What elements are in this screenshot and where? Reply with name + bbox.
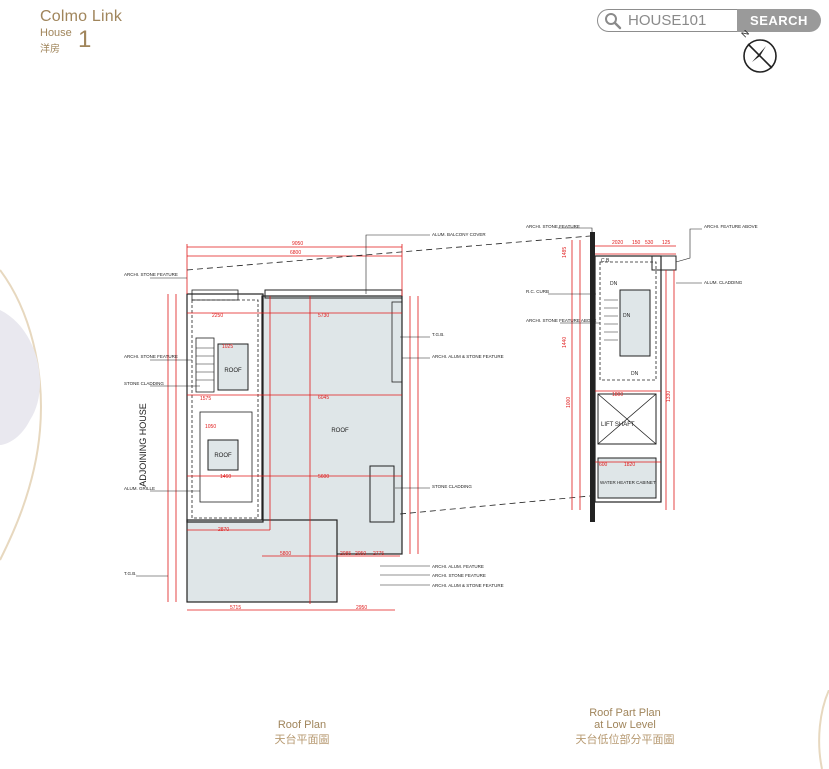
part-annotation-left-2: R.C. CURB <box>526 289 549 294</box>
part-dim-2: 150 <box>632 240 641 246</box>
dim-2: 6800 <box>290 250 301 256</box>
dim-5: 5600 <box>318 474 329 480</box>
annotation-left-5: T.G.B. <box>124 571 137 576</box>
part-dim-7: 600 <box>599 462 608 468</box>
annotation-left-4: ALUM. GRILLE <box>124 486 155 491</box>
dim-4: 6045 <box>318 395 329 401</box>
search-icon <box>605 13 622 30</box>
search-bar: HOUSE101 SEARCH <box>597 9 821 32</box>
decorative-brushstroke <box>0 269 42 561</box>
roof-plan-caption-zh: 天台平面圖 <box>274 734 330 746</box>
decorative-brushstroke-right <box>818 690 829 769</box>
part-dim-5: 1800 <box>612 392 623 398</box>
dim-7: 2050 <box>355 551 366 557</box>
dim-17: 2775 <box>373 551 384 557</box>
dn-label-3: DN <box>631 371 639 377</box>
dn-label-2: DN <box>623 313 631 319</box>
dim-11: 2870 <box>218 527 229 533</box>
annotation-right-7: ARCHI. ALUM & STONE FEATURE <box>432 583 504 588</box>
roof-plan-caption-en: Roof Plan <box>277 719 327 731</box>
part-dim-8: 1485 <box>562 247 568 258</box>
roof-part-plan-caption-line1: Roof Part Plan <box>589 707 661 719</box>
house-number: 1 <box>78 26 92 53</box>
roof-part-plan: LIFT SHAFT WATER HEATER CABINET DN DN DN… <box>526 224 758 522</box>
dim-16: 2085 <box>340 551 351 557</box>
brand-block: Colmo Link House 洋房 1 <box>40 8 123 55</box>
annotation-left-1: ARCHI. STONE FEATURE <box>124 272 178 277</box>
water-heater-label: WATER HEATER CABINET <box>600 480 656 485</box>
part-dim-6: 1820 <box>624 462 635 468</box>
roof-part-plan-caption-line2: at Low Level <box>594 719 656 731</box>
annotation-right-4: STONE CLADDING <box>432 484 472 489</box>
part-dim-4: 125 <box>662 240 671 246</box>
dim-1: 9050 <box>292 241 303 247</box>
annotation-right-6: ARCHI. STONE FEATURE <box>432 573 486 578</box>
roof-part-plan-caption: Roof Part Plan at Low Level 天台低位部分平面圖 <box>560 707 690 747</box>
part-annotation-left-3: ARCHI. STONE FEATURE ABOVE <box>526 318 596 323</box>
part-dim-10: 1000 <box>566 397 572 408</box>
dim-6: 5800 <box>280 551 291 557</box>
dim-15: 1575 <box>200 396 211 402</box>
annotation-right-2: T.G.B. <box>432 332 445 337</box>
dim-8: 2250 <box>212 313 223 319</box>
part-annotation-left-1: ARCHI. STONE FEATURE <box>526 224 580 229</box>
search-value: HOUSE101 <box>628 12 707 29</box>
house-label: House 洋房 1 <box>40 26 122 55</box>
dn-label-1: DN <box>610 281 618 287</box>
part-dim-3: 530 <box>645 240 654 246</box>
roof-label-3: ROOF <box>331 428 349 434</box>
annotation-right-3: ARCHI. ALUM & STONE FEATURE <box>432 354 504 359</box>
house-label-zh: 洋房 <box>40 44 60 55</box>
search-button[interactable]: SEARCH <box>737 9 821 32</box>
part-dim-11: 1330 <box>666 391 672 402</box>
part-dim-1: 2020 <box>612 240 623 246</box>
part-dim-9: 1440 <box>562 337 568 348</box>
north-arrow-icon: N <box>740 30 777 73</box>
svg-text:N: N <box>740 30 751 39</box>
lift-shaft-label: LIFT SHAFT <box>601 422 635 428</box>
dim-9: 1025 <box>222 344 233 350</box>
cb-label: C.B. <box>601 258 611 264</box>
roof-plan: ROOF ROOF ROOF ADJOINING HOUSE ARCHI. ST… <box>124 232 591 611</box>
roof-part-plan-caption-zh: 天台低位部分平面圖 <box>575 734 675 746</box>
annotation-left-3: STONE CLADDING <box>124 381 164 386</box>
part-annotation-right-2: ALUM. CLADDING <box>704 280 743 285</box>
annotation-right-1: ALUM. BALCONY COVER <box>432 232 486 237</box>
dim-12: 5715 <box>230 605 241 611</box>
search-input[interactable]: HOUSE101 <box>597 9 739 32</box>
roof-label-1: ROOF <box>224 368 242 374</box>
dim-14: 1050 <box>205 424 216 430</box>
project-name: Colmo Link <box>40 8 123 25</box>
annotation-left-2: ARCHI. STONE FEATURE <box>124 354 178 359</box>
part-annotation-right-1: ARCHI. FEATURE ABOVE <box>704 224 758 229</box>
roof-label-2: ROOF <box>214 453 232 459</box>
roof-plan-caption: Roof Plan 天台平面圖 <box>262 719 342 747</box>
house-label-en: House <box>40 27 72 39</box>
dim-13: 2950 <box>356 605 367 611</box>
dim-3: 5730 <box>318 313 329 319</box>
dim-10: 1460 <box>220 474 231 480</box>
annotation-right-5: ARCHI. ALUM. FEATURE <box>432 564 484 569</box>
adjoining-house-label: ADJOINING HOUSE <box>138 403 148 487</box>
